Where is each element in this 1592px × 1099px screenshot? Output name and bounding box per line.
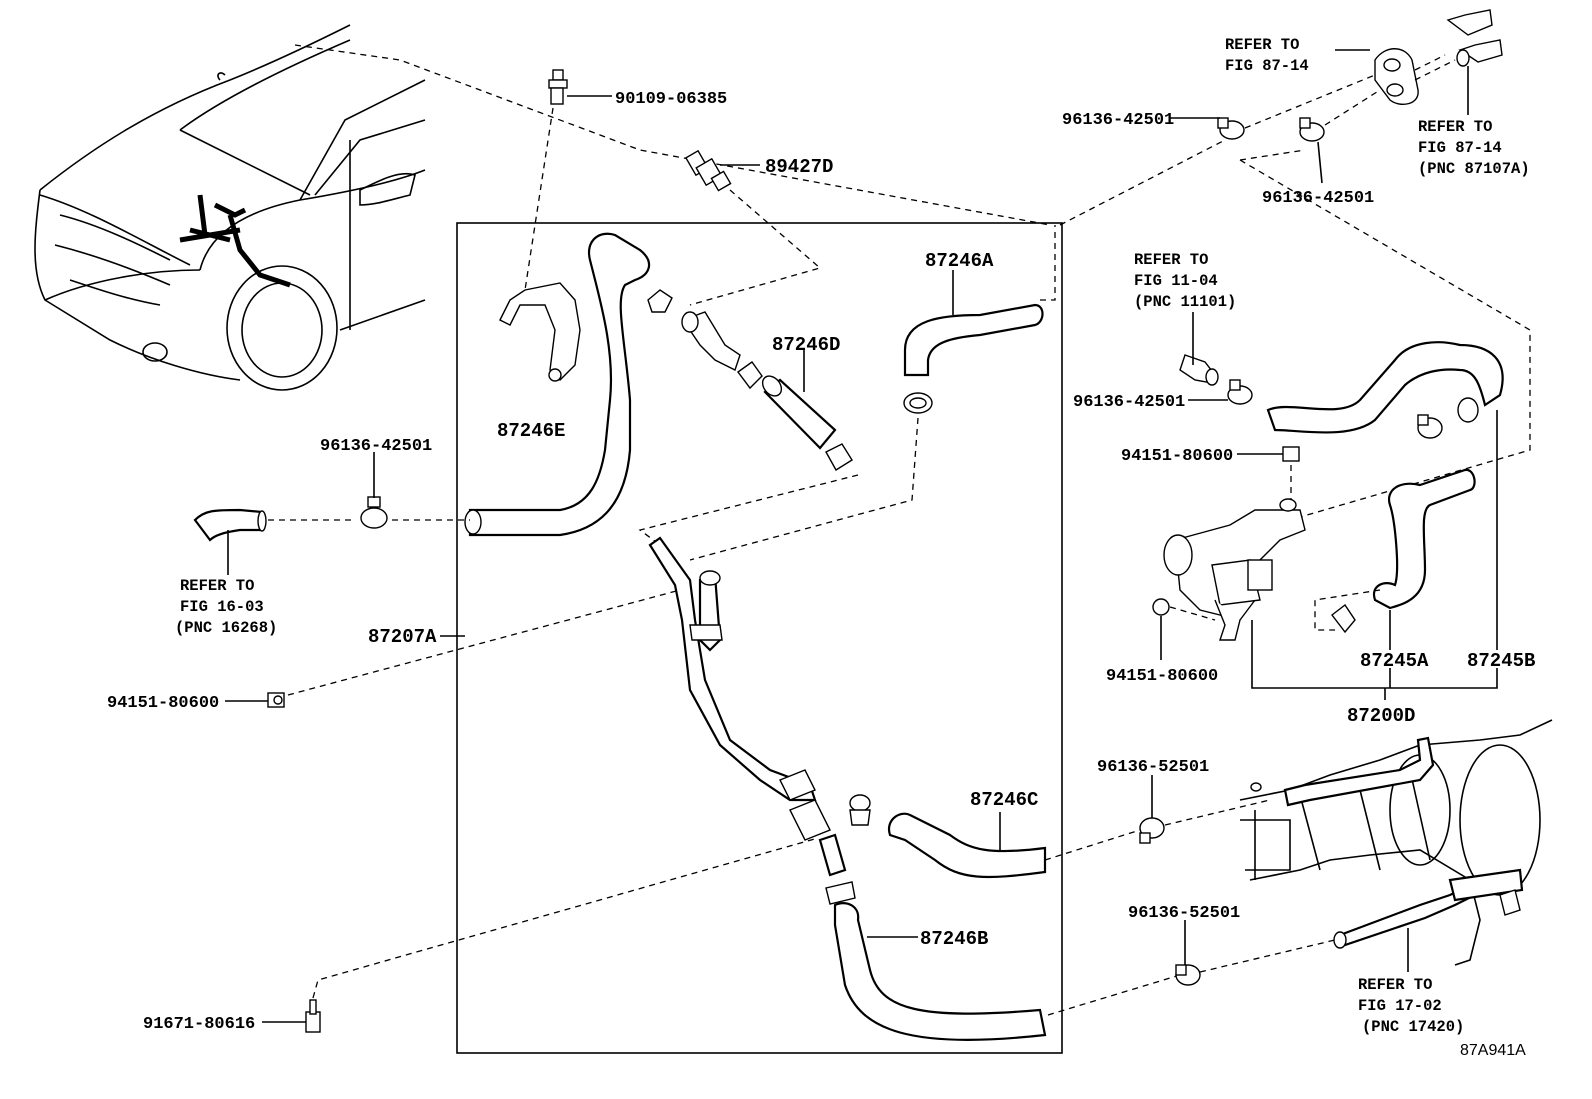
clamp-87246C-icon — [849, 794, 871, 826]
assembly-87207A-frame — [456, 222, 1063, 1054]
label-87245B: 87245B — [1467, 650, 1535, 672]
hose-87246B — [825, 881, 1047, 1041]
hose-87246A — [903, 303, 1044, 377]
ref-87-14-a-line2: FIG 87-14 — [1225, 57, 1309, 75]
water-valve-87200D-icon — [1163, 498, 1306, 641]
clamp-96136-42501-top2-icon — [1299, 117, 1325, 142]
hose-87245A — [1372, 468, 1476, 610]
label-94151-80600-r2: 94151-80600 — [1106, 667, 1218, 686]
hose-87246C — [887, 812, 1047, 879]
clamp-87246E-icon — [647, 289, 673, 313]
vehicle-location-illustration — [34, 24, 1051, 391]
sensor-89427D-icon — [684, 149, 760, 192]
pipe-assembly-87207A — [648, 536, 847, 877]
ref-11-04-line1: REFER TO — [1134, 251, 1208, 269]
ref-16-03-line2: FIG 16-03 — [180, 598, 264, 616]
ref-16-03-line1: REFER TO — [180, 577, 254, 595]
label-87245A: 87245A — [1360, 650, 1429, 672]
part-labels: 90109-06385 89427D 87246A 87246D 87246E … — [107, 90, 1535, 1034]
clamp-87245B-icon — [1417, 414, 1443, 439]
label-91671-80616: 91671-80616 — [143, 1015, 255, 1034]
engine-transaxle-illustration — [1239, 719, 1553, 966]
label-87246E: 87246E — [497, 420, 565, 442]
clamp-96136-42501-mid-icon — [1227, 379, 1253, 405]
label-87200D: 87200D — [1347, 705, 1415, 727]
label-87246C: 87246C — [970, 789, 1038, 811]
ref-11-04-line2: FIG 11-04 — [1134, 272, 1218, 290]
bracket-icon — [499, 282, 581, 382]
pipe-16-03-icon — [193, 508, 267, 542]
hose-87246D — [761, 375, 837, 450]
bolt-91671-80616-icon — [305, 999, 321, 1033]
label-96136-42501-left: 96136-42501 — [320, 437, 432, 456]
label-96136-52501-b: 96136-52501 — [1128, 904, 1240, 923]
label-94151-80600-r1: 94151-80600 — [1121, 447, 1233, 466]
ref-fig-87-14-a: REFER TO FIG 87-14 — [1225, 36, 1309, 75]
bolt-90109-06385-icon — [548, 69, 612, 105]
ref-87-14-b-line3: (PNC 87107A) — [1418, 160, 1530, 178]
label-90109-06385: 90109-06385 — [615, 90, 727, 109]
union-icon — [681, 311, 741, 371]
label-87246A: 87246A — [925, 250, 994, 272]
ref-17-02-line3: (PNC 17420) — [1362, 1018, 1464, 1036]
ref-17-02-line1: REFER TO — [1358, 976, 1432, 994]
nut-94151-80600-r1-icon — [1282, 446, 1300, 462]
ref-17-02-line2: FIG 17-02 — [1358, 997, 1442, 1015]
label-94151-80600-left: 94151-80600 — [107, 694, 219, 713]
label-87246B: 87246B — [920, 928, 988, 950]
label-96136-42501-top2: 96136-42501 — [1262, 189, 1374, 208]
ref-87-14-b-line2: FIG 87-14 — [1418, 139, 1502, 157]
grommet-87-14-icon — [1374, 48, 1419, 106]
clamp-96136-42501-top-icon — [1217, 117, 1245, 140]
nut-94151-80600-left-icon — [267, 692, 285, 708]
ref-fig-11-04: REFER TO FIG 11-04 (PNC 11101) — [1134, 251, 1236, 311]
ref-87-14-a-line1: REFER TO — [1225, 36, 1299, 54]
pipe-11-04-icon — [1179, 354, 1219, 386]
clamp-96136-52501-a-icon — [1139, 817, 1165, 844]
reference-notes: REFER TO FIG 16-03 (PNC 16268) REFER TO … — [175, 36, 1530, 1036]
ref-fig-17-02: REFER TO FIG 17-02 (PNC 17420) — [1358, 976, 1464, 1036]
clamp-96136-42501-left-icon — [360, 496, 388, 529]
hose-87245B — [1266, 341, 1504, 434]
label-87207A: 87207A — [368, 626, 437, 648]
hose-87246E — [464, 232, 651, 537]
label-89427D: 89427D — [765, 156, 833, 178]
label-87246D: 87246D — [772, 334, 840, 356]
label-96136-42501-top: 96136-42501 — [1062, 111, 1174, 130]
ref-fig-87-14-b: REFER TO FIG 87-14 (PNC 87107A) — [1418, 118, 1530, 178]
ref-11-04-line3: (PNC 11101) — [1134, 293, 1236, 311]
nut-94151-80600-r2-icon — [1152, 598, 1170, 616]
clamp-87245A-icon — [1331, 603, 1356, 634]
clamp-96136-52501-b-icon — [1175, 964, 1201, 986]
clamp-87246D2-icon — [825, 443, 853, 471]
ref-87-14-b-line1: REFER TO — [1418, 118, 1492, 136]
figure-id: 87A941A — [1460, 1042, 1526, 1059]
label-96136-52501-a: 96136-52501 — [1097, 758, 1209, 777]
ref-fig-16-03: REFER TO FIG 16-03 (PNC 16268) — [175, 577, 277, 637]
clamp-87246A-icon — [903, 392, 933, 414]
clamp-87246D-icon — [737, 361, 763, 390]
label-96136-42501-mid: 96136-42501 — [1073, 393, 1185, 412]
ref-16-03-line3: (PNC 16268) — [175, 619, 277, 637]
